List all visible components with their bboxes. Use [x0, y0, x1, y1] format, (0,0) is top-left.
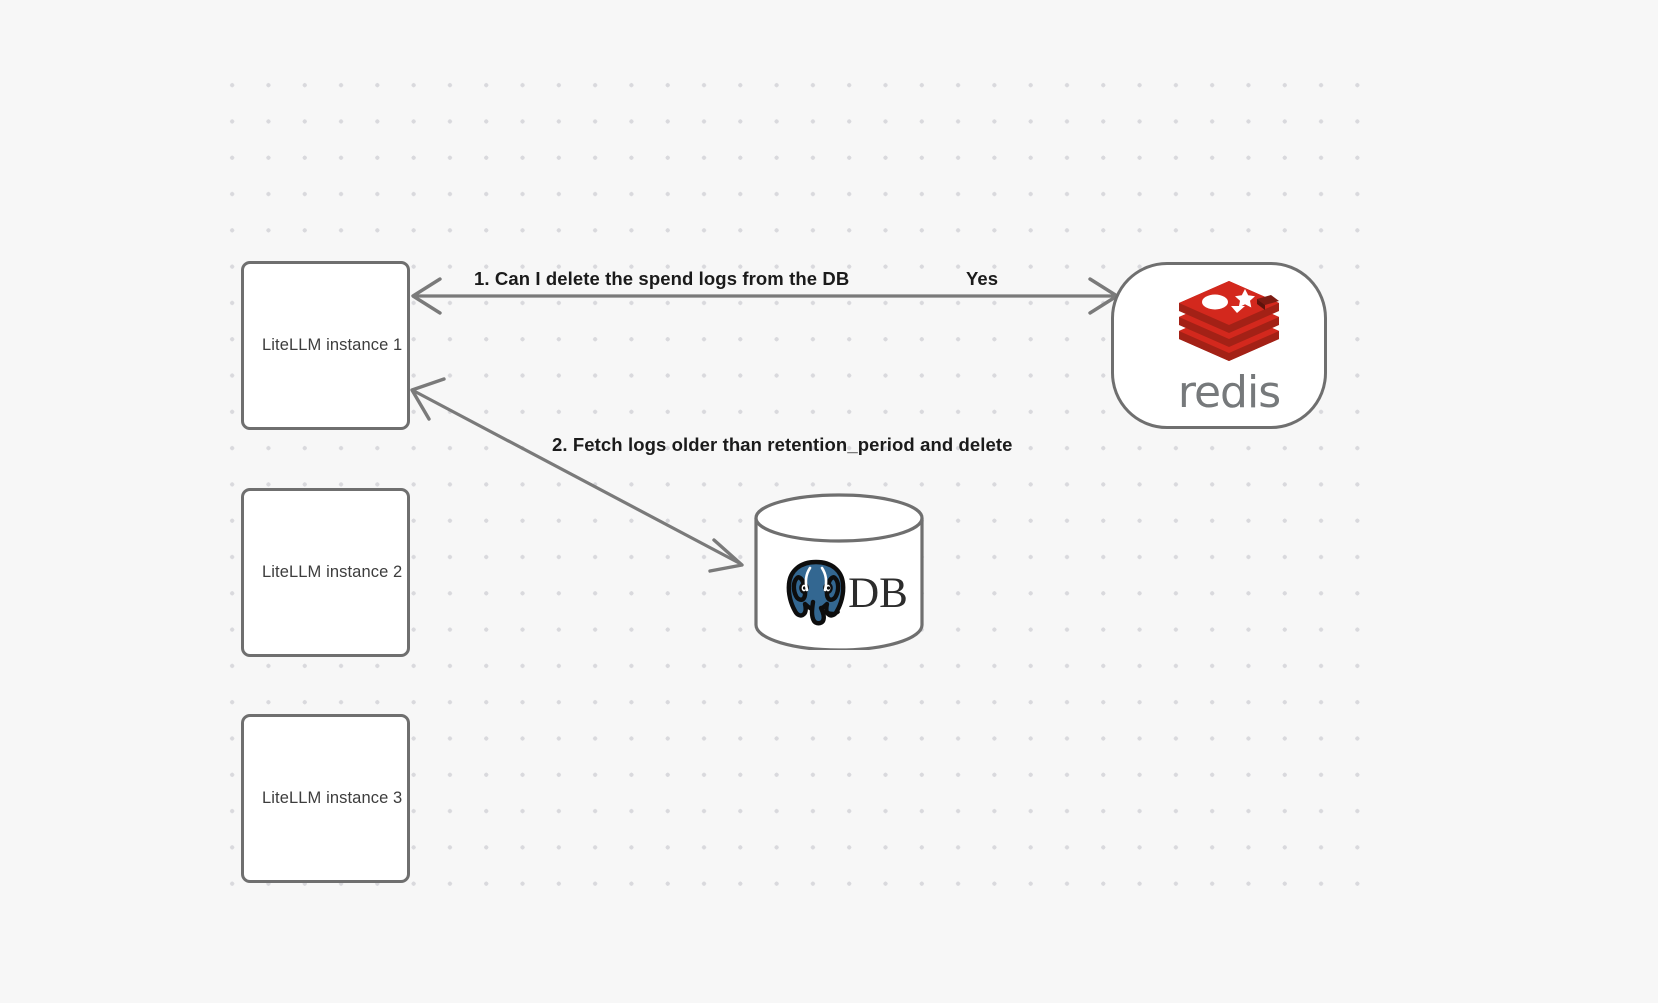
edge-label-yes: Yes [966, 268, 999, 289]
node-label: LiteLLM instance 2 [262, 563, 403, 581]
edge-line-db [413, 389, 742, 566]
arrowhead-left-redis-edge [411, 277, 442, 315]
node-litellm-instance-2[interactable]: LiteLLM instance 2 [241, 488, 410, 657]
node-database[interactable]: DB [753, 493, 925, 650]
db-label: DB [848, 570, 908, 617]
node-litellm-instance-3[interactable]: LiteLLM instance 3 [241, 714, 410, 883]
redis-logo-icon [1175, 281, 1283, 370]
postgresql-elephant-icon [782, 556, 850, 631]
node-redis[interactable]: redis [1111, 262, 1327, 429]
arrowhead-lower-db-edge [708, 538, 744, 573]
edge-label-step-1: 1. Can I delete the spend logs from the … [474, 268, 850, 289]
node-label: LiteLLM instance 3 [262, 789, 403, 807]
edge-label-step-2: 2. Fetch logs older than retention_perio… [552, 434, 1013, 455]
node-litellm-instance-1[interactable]: LiteLLM instance 1 [241, 261, 410, 430]
node-label: LiteLLM instance 1 [262, 336, 403, 354]
arrowhead-upper-db-edge [410, 377, 446, 421]
redis-wordmark: redis [1177, 367, 1281, 419]
